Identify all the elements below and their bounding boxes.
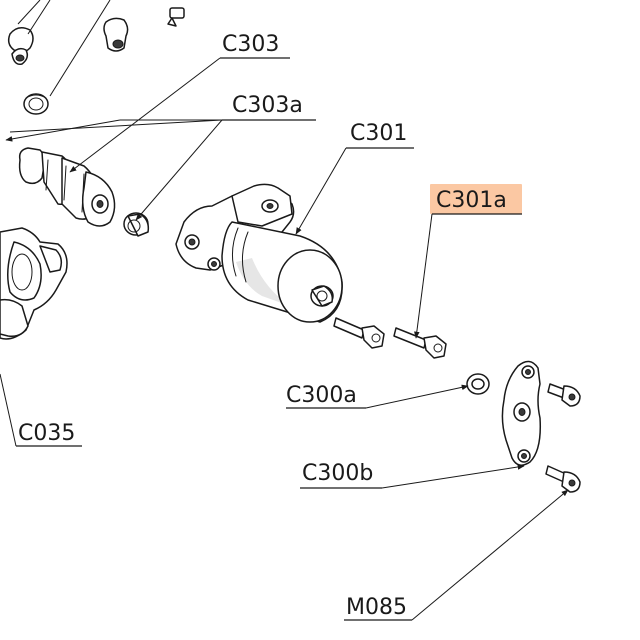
clip-part-top-left bbox=[7, 27, 34, 66]
socket-screw-part-1 bbox=[547, 383, 581, 407]
starter-motor-part bbox=[175, 183, 343, 323]
label-c301a[interactable]: C301a bbox=[436, 188, 507, 213]
housing-part-left bbox=[0, 227, 68, 340]
label-c303[interactable]: C303 bbox=[222, 32, 279, 57]
label-c300a[interactable]: C300a bbox=[286, 383, 357, 408]
lines-from-top-parts bbox=[17, 0, 111, 97]
o-ring-part bbox=[466, 373, 490, 395]
label-c035[interactable]: C035 bbox=[18, 421, 75, 446]
label-m085[interactable]: M085 bbox=[346, 595, 407, 620]
bushing-part bbox=[123, 212, 150, 237]
grommet-part-left bbox=[23, 93, 49, 115]
socket-screw-part-2 bbox=[545, 465, 581, 493]
mounting-plate-part bbox=[501, 360, 542, 466]
mounting-bolt-part-1 bbox=[333, 317, 385, 349]
rubber-boot-part bbox=[18, 147, 116, 227]
selected-callout-highlight bbox=[430, 184, 522, 214]
small-screw-top bbox=[167, 7, 185, 27]
label-c301[interactable]: C301 bbox=[350, 121, 407, 146]
label-c300b[interactable]: C300b bbox=[302, 461, 373, 486]
label-c303a[interactable]: C303a bbox=[232, 93, 303, 118]
clip-part-top-middle bbox=[103, 17, 129, 52]
mounting-bolt-part-2 bbox=[393, 327, 447, 359]
